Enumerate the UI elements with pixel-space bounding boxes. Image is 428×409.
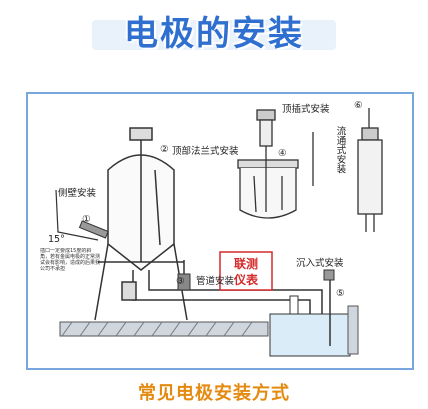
label-top-flange: 顶部法兰式安装	[172, 145, 239, 157]
label-immersion: 沉入式安装	[296, 257, 344, 269]
number-5: ⑤	[336, 288, 345, 299]
immersion-tank	[269, 269, 359, 357]
side-wall-electrode	[55, 189, 109, 241]
flow-through-electrode	[357, 108, 383, 232]
label-flow: 流通式安装	[335, 125, 347, 174]
angle-label: 15°	[48, 234, 65, 245]
title-highlight	[92, 20, 336, 50]
number-2: ②	[160, 144, 169, 155]
label-side-wall: 侧壁安装	[58, 187, 97, 199]
page-title: 电极的安装	[124, 14, 304, 54]
pipe-electrode	[177, 260, 191, 291]
stamp-line2: 仪表	[233, 272, 259, 287]
diagram-caption: 常见电极安装方式	[138, 383, 290, 404]
number-4: ④	[278, 148, 287, 159]
main-vessel	[94, 127, 188, 321]
brand-stamp: 联测 仪表	[219, 251, 273, 291]
label-top-insert-1: 顶插式安装	[282, 103, 330, 115]
ground	[59, 321, 269, 337]
number-3: ③	[176, 276, 185, 287]
number-6: ⑥	[354, 100, 363, 111]
diagram-labels: 顶部法兰式安装 ② 侧壁安装 ① 15° 插口一定要成15度的斜角，若有金属电极…	[40, 100, 363, 299]
install-note: 插口一定要成15度的斜角，若有金属电极的正常测试会有影响，造成的后果我公司不承担	[40, 248, 100, 272]
diagram-frame	[26, 92, 414, 370]
label-pipe: 管道安装	[196, 275, 235, 287]
top-insert-vessel	[237, 109, 314, 219]
stamp-line1: 联测	[234, 256, 258, 271]
number-1: ①	[82, 214, 91, 225]
